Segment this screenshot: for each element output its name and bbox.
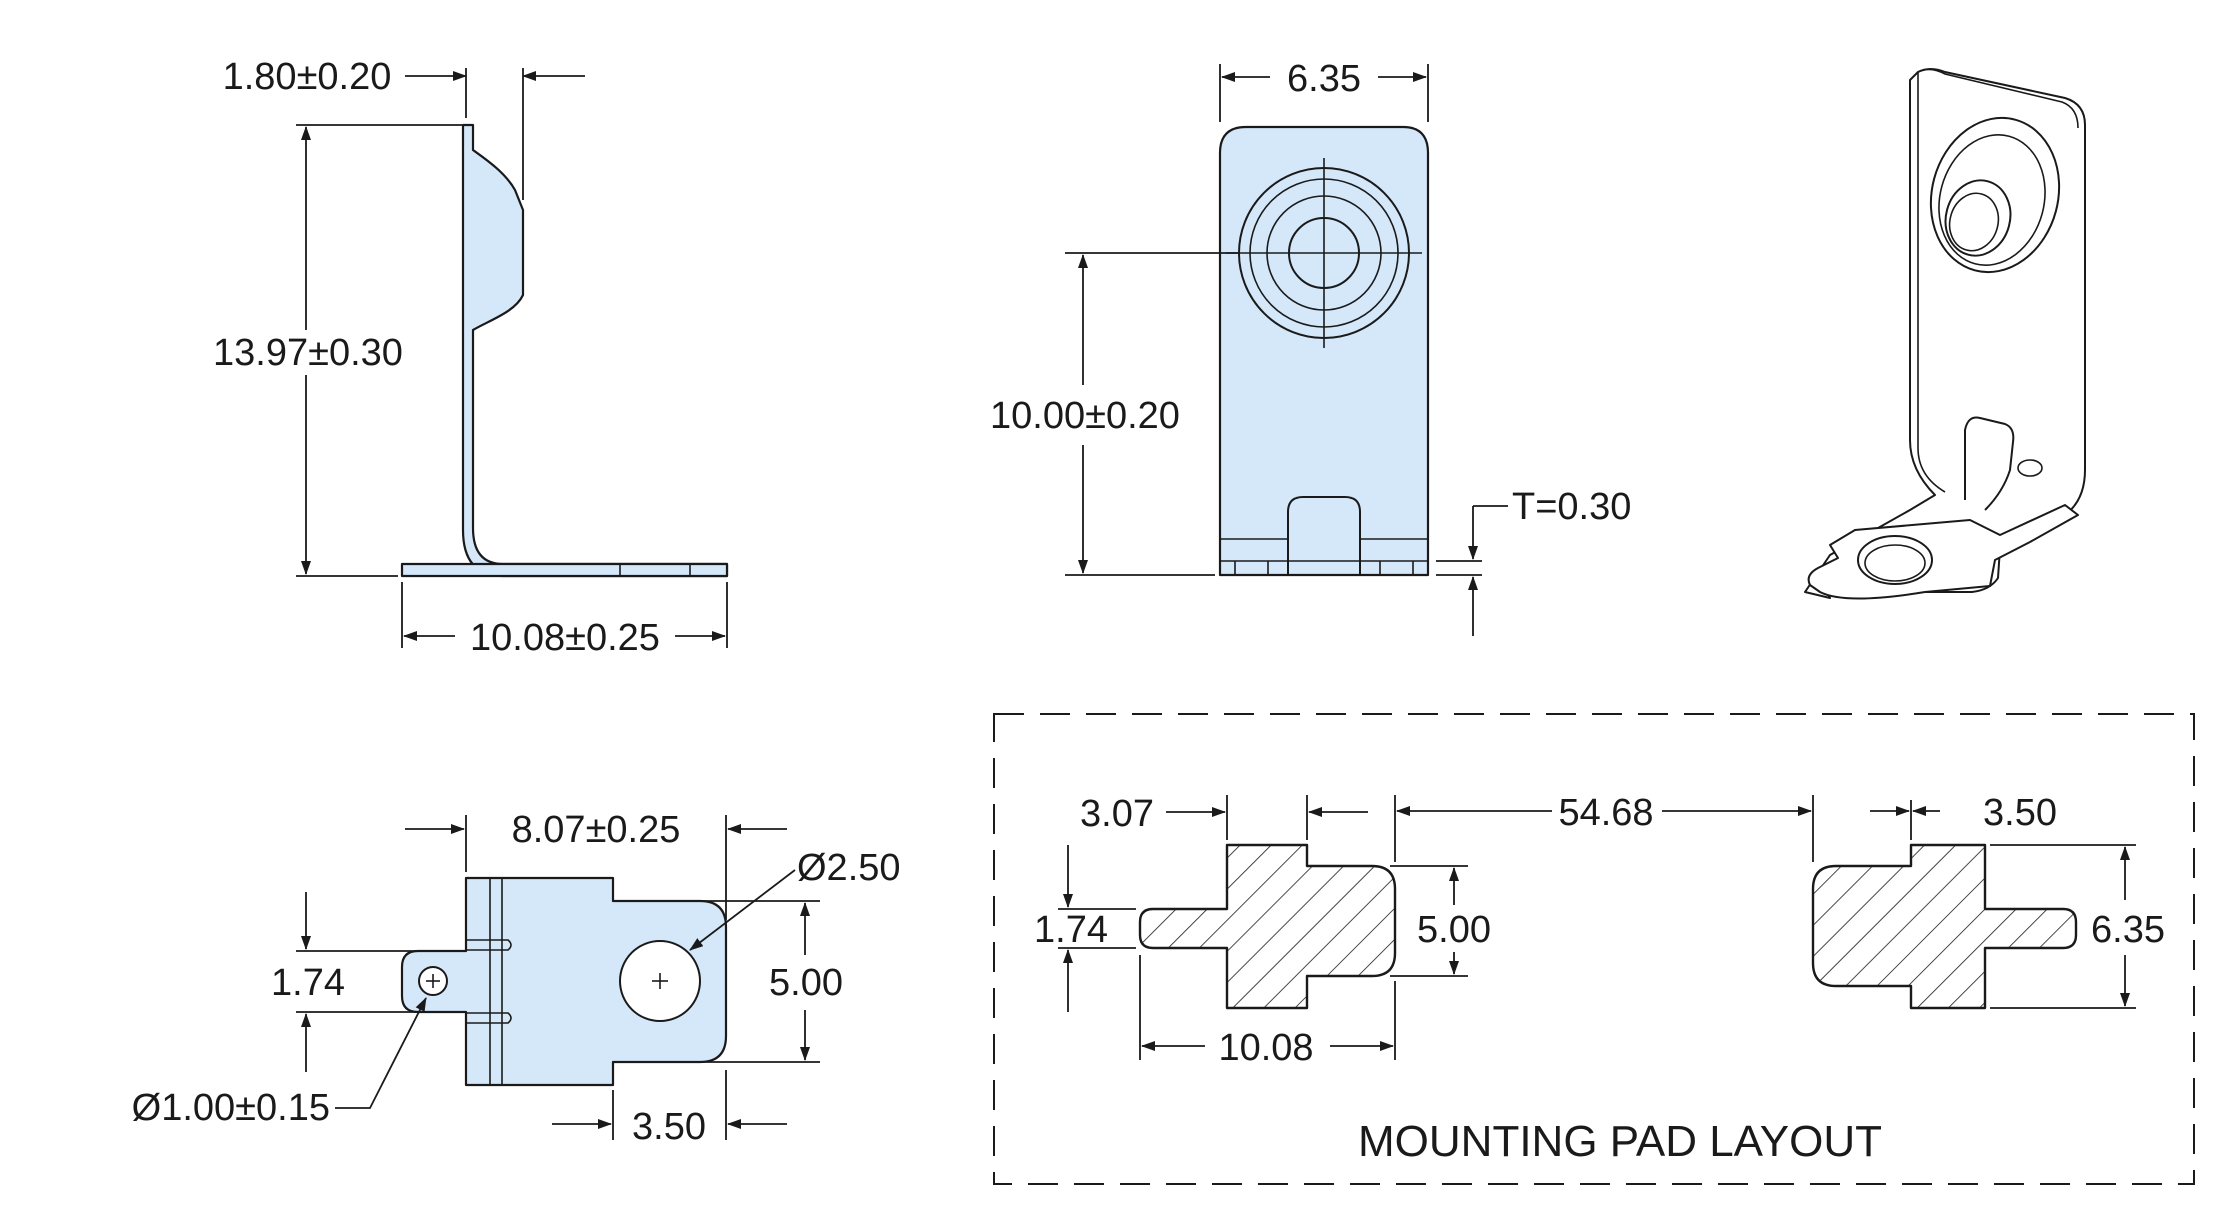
dim-right-step: 3.50 <box>1983 792 2057 834</box>
dim-thickness: T=0.30 <box>1512 486 1631 528</box>
side-view: 1.80±0.20 13.97±0.30 10.08±0.25 <box>213 56 729 659</box>
iso-slot <box>1964 416 2015 511</box>
iso-base-hole <box>1857 535 1933 585</box>
dim-pad-length: 10.08 <box>1218 1027 1313 1069</box>
pad-left <box>1138 843 1397 1010</box>
dim-small-hole: Ø1.00±0.15 <box>132 1087 330 1129</box>
dim-body-length: 8.07±0.25 <box>512 809 681 851</box>
dim-body-height: 5.00 <box>769 962 843 1004</box>
dim-pad-height: 5.00 <box>1417 909 1491 951</box>
tab-slot-top <box>466 939 512 951</box>
pad-layout-frame <box>993 713 2195 1185</box>
front-plate <box>1218 125 1430 577</box>
iso-dome-inner <box>1944 179 2012 257</box>
pad-layout: 3.07 54.68 3.50 1.74 5.00 10.08 <box>993 713 2195 1185</box>
front-slot <box>1287 496 1361 575</box>
dim-left-step: 3.07 <box>1080 793 1154 835</box>
iso-base <box>1807 504 2079 600</box>
dim-pad-spacing: 54.68 <box>1558 792 1653 834</box>
dim-tab-width: 1.74 <box>271 962 345 1004</box>
tab-slot-bottom <box>466 1012 512 1024</box>
iso-dome-ring <box>1938 134 2046 266</box>
dim-tab-offset: 3.50 <box>632 1106 706 1148</box>
dim-front-width: 6.35 <box>1287 58 1361 100</box>
iso-dome-outer <box>1929 116 2061 274</box>
iso-back-edge <box>1917 72 1946 493</box>
dim-base-length: 10.08±0.25 <box>470 617 660 659</box>
iso-base-hole-inner <box>1864 544 1926 582</box>
dim-large-hole: Ø2.50 <box>797 847 901 889</box>
pad-layout-title: MOUNTING PAD LAYOUT <box>1358 1117 1882 1166</box>
leader-line <box>335 997 427 1109</box>
side-profile <box>461 123 729 578</box>
dim-height: 13.97±0.30 <box>213 332 403 374</box>
dim-hole-height: 10.00±0.20 <box>990 395 1180 437</box>
bottom-body <box>400 876 728 1087</box>
iso-small-hole <box>2017 459 2043 477</box>
dim-right-height: 6.35 <box>2091 909 2165 951</box>
isometric-view <box>1804 68 2086 600</box>
iso-dome-tip <box>1948 192 2000 252</box>
side-base-foot <box>400 562 729 578</box>
bottom-view: 8.07±0.25 Ø2.50 1.74 5.00 Ø1.00±0.15 3.5… <box>132 809 901 1148</box>
leader-line <box>689 869 796 951</box>
dim-pad-tab-height: 1.74 <box>1034 909 1108 951</box>
dim-top-offset: 1.80±0.20 <box>223 56 392 98</box>
pad-right <box>1811 843 2078 1010</box>
iso-top-edge <box>1917 68 2079 129</box>
front-view: 6.35 10.00±0.20 T=0.30 <box>990 58 1631 636</box>
